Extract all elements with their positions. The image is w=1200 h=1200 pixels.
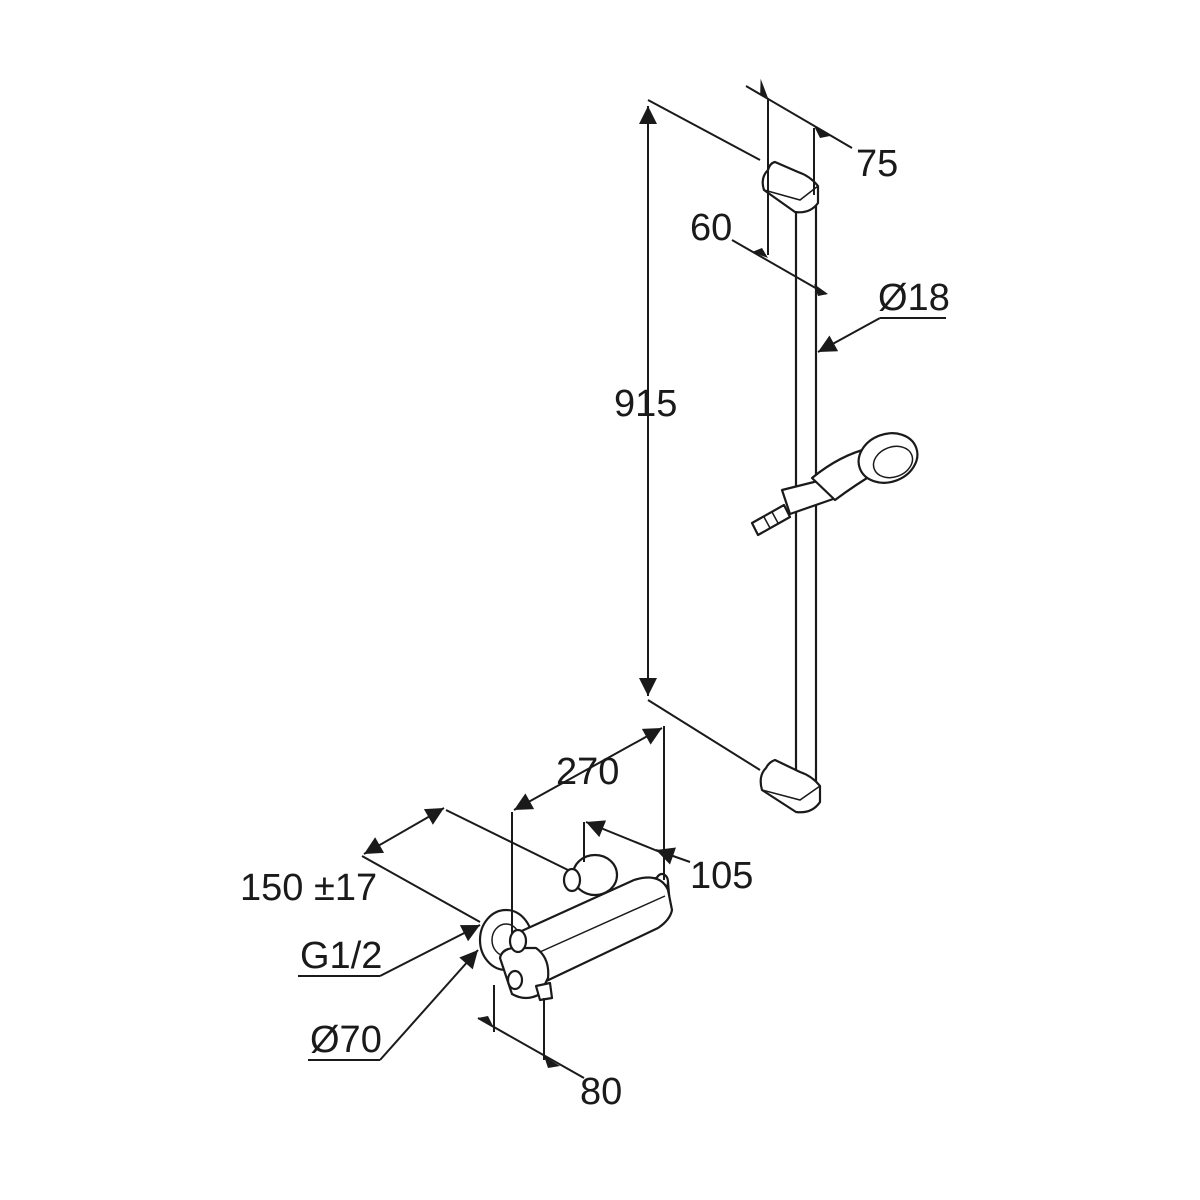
dim-60 [731, 239, 828, 296]
bottom-outlet [534, 981, 554, 1002]
label-105: 105 [690, 855, 753, 897]
label-60: 60 [690, 207, 732, 249]
label-150: 150 ±17 [240, 867, 377, 909]
shower-hose [750, 503, 792, 537]
dim-d18 [817, 317, 946, 353]
dim-g12 [298, 924, 481, 977]
dim-915 [639, 99, 761, 771]
label-80: 80 [580, 1071, 622, 1113]
label-d18: Ø18 [878, 277, 950, 319]
label-270: 270 [556, 751, 619, 793]
rail-bottom-bracket [759, 758, 822, 814]
label-d70: Ø70 [310, 1019, 382, 1061]
label-g12: G1/2 [300, 935, 382, 977]
hand-shower [750, 432, 919, 537]
dim-105 [583, 820, 691, 865]
inlet-nut [508, 928, 528, 954]
rail-top-bracket [761, 160, 820, 214]
thermostat-mixer [478, 853, 674, 1002]
dim-80 [477, 985, 585, 1079]
label-915: 915 [614, 383, 677, 425]
shower-head [857, 432, 919, 484]
dim-d70 [308, 949, 479, 1061]
label-75: 75 [856, 143, 898, 185]
dim-150 [361, 807, 569, 923]
dim-75 [745, 78, 853, 255]
